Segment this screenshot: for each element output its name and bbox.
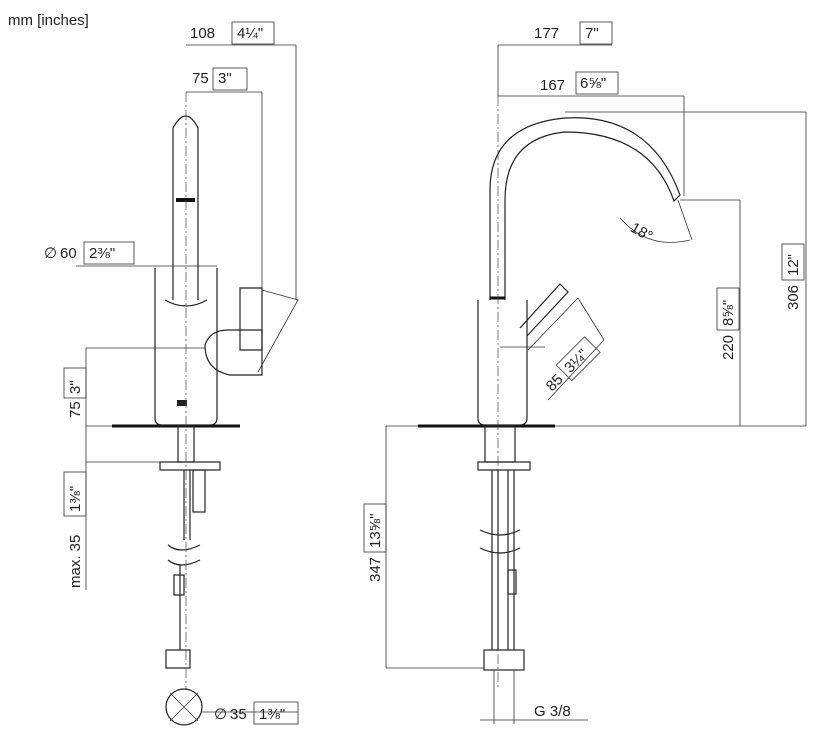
dim-85-mm: 85 [543,371,567,395]
dim-220-in: 8⅝" [720,300,737,326]
side-lever [239,287,263,351]
dim-306-box [781,243,805,281]
dim-angle-18: 18° [627,219,655,245]
dim-108-in: 4¼" [237,25,263,42]
side-hose-fitting [165,649,191,669]
hole-circle [165,688,203,726]
dim-220-mm: 220 [720,335,737,360]
dim-75-box [212,67,248,91]
dim-85-ext-a [527,297,579,351]
side-break-2 [167,559,201,566]
dim-dia60-symbol: ∅ [44,245,57,262]
front-base-body [477,300,528,426]
dim-167-in: 6⅝" [580,75,606,92]
dim-max35-in: 1⅜" [67,486,84,512]
units-note: mm [inches] [8,12,89,29]
dim-167-mm: 167 [540,77,565,94]
dim-306-in: 12" [785,254,802,276]
dim-angle-arc [619,217,691,243]
side-break-1 [167,544,201,551]
dim-85-ext-b [577,297,605,341]
dim-dia35-mm: 35 [230,706,247,723]
dim-108-mm: 108 [190,25,215,42]
side-lever-ghost [257,289,299,373]
front-break-2 [479,547,521,554]
dim-108-box [231,21,275,45]
front-shank [484,425,516,463]
dim-177-box [579,21,613,45]
dim-347-mm: 347 [367,557,384,582]
dim-177-mm: 177 [534,25,559,42]
dim-85-line [547,339,605,401]
hole-circle-cross-b [169,692,199,722]
side-threaded-rod [192,469,206,513]
dim-h75-label: 75 3" [63,367,87,418]
dim-85-label: 85 3¼" [543,336,601,395]
dim-177-in: 7" [585,25,599,42]
front-break-1 [479,529,521,536]
dim-167-box [575,71,619,95]
dim-dia60-mm: 60 [60,245,77,262]
front-nut [477,461,531,471]
dim-306-mm: 306 [785,285,802,310]
dim-dia35-symbol: ∅ [214,706,227,723]
side-logo [177,400,187,406]
dim-75-in: 3" [218,70,232,87]
dim-347-label: 347 13⅝" [363,503,387,582]
dim-85-box [555,336,601,382]
dim-220-label: 220 8⅝" [716,287,740,360]
side-view: 108 4¼" 75 3" ∅ 60 2⅜" 75 3" max. 35 1⅜" [44,21,299,726]
dim-g38-label: G 3/8 [534,703,571,720]
dim-75-mm: 75 [192,70,209,87]
dim-dia35-in: 1⅜" [259,706,285,723]
front-gooseneck [489,117,681,300]
dim-h75-box [63,367,87,399]
front-view: 177 7" 167 6⅝" 18° 220 8⅝" 306 12" [363,21,807,724]
side-hose-clip [173,574,185,596]
front-lever [519,283,569,337]
dim-85-in: 3¼" [561,346,592,377]
dim-347-box [363,503,387,553]
front-hose-clip [507,569,517,595]
dim-306-label: 306 12" [781,243,805,310]
dim-max35-box [63,471,87,517]
side-spout-collar [164,299,208,307]
dim-h75-mm: 75 [67,401,84,418]
side-lever-hub [204,329,263,376]
dim-max35-mm: max. 35 [67,535,84,588]
side-nut [159,461,221,471]
dim-220-box [716,287,740,331]
dim-dia35-box [253,701,299,725]
dim-347-in: 13⅝" [367,513,384,548]
dim-dia60-box [83,241,135,265]
dim-angle-ray [677,199,693,241]
dim-dia60-in: 2⅜" [89,245,115,262]
dim-max35-label: max. 35 1⅜" [63,471,87,588]
side-spout [172,115,199,300]
dim-h75-in: 3" [67,380,84,394]
front-hose-fittings [483,649,525,671]
